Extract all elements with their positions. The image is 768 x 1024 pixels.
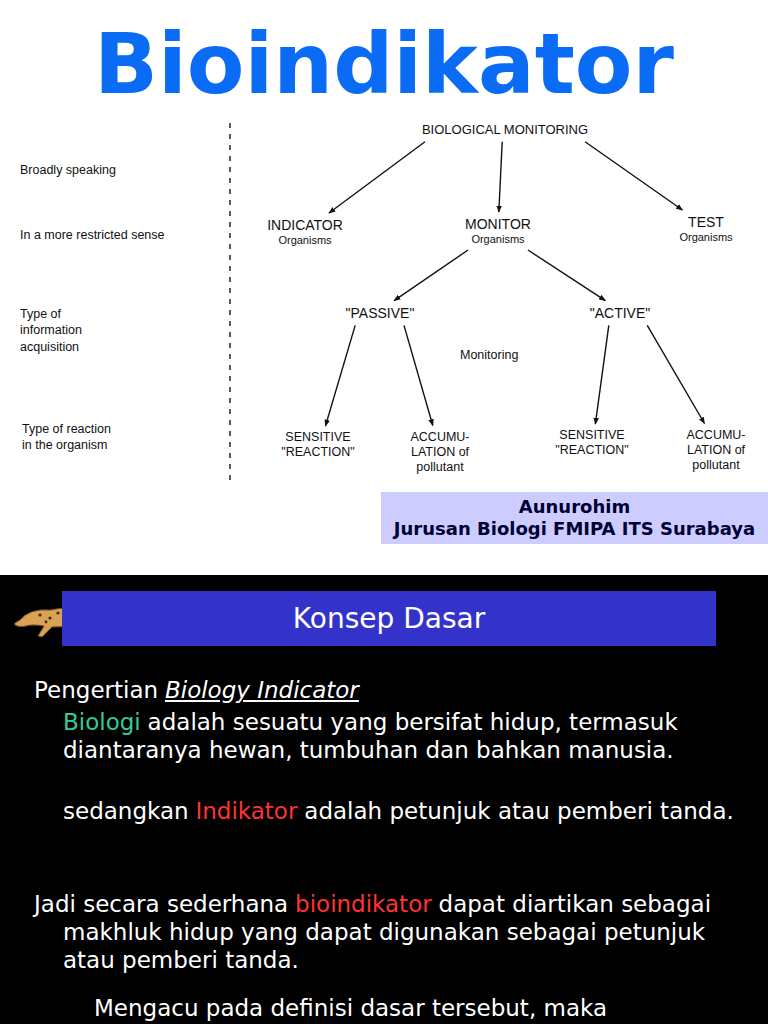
text-paragraph: Mengacu pada definisi dasar tersebut, ma…	[94, 994, 754, 1022]
body-text: adalah sesuatu yang bersifat hidup, term…	[63, 709, 678, 763]
node-subtext: Jurusan Biologi FMIPA ITS Surabaya	[391, 518, 758, 540]
arrow-connector	[528, 250, 605, 301]
category-node: TESTOrganisms	[676, 213, 735, 245]
section-band: Konsep Dasar	[62, 591, 716, 646]
arrow-connector	[325, 325, 355, 426]
body-text: Jadi secara sederhana	[34, 891, 288, 917]
black-panel	[0, 575, 768, 1024]
arrow-connector	[585, 142, 682, 210]
node-heading: MONITOR	[465, 216, 531, 233]
node-subtext: Organisms	[267, 234, 343, 247]
node-heading: Aunurohim	[391, 496, 758, 518]
reaction-node: ACCUMU- LATION of pollutant	[674, 427, 758, 474]
author-box: AunurohimJurusan Biologi FMIPA ITS Surab…	[381, 492, 768, 544]
row-label: In a more restricted sense	[20, 227, 220, 243]
row-label: Broadly speaking	[20, 162, 220, 178]
node-subtext: Organisms	[465, 233, 531, 246]
arrow-connector	[329, 142, 425, 213]
node-heading: "ACTIVE"	[590, 305, 651, 322]
divider-line	[229, 123, 231, 480]
highlight-term: bioindikator	[295, 891, 432, 917]
node-heading: ACCUMU- LATION of pollutant	[401, 430, 479, 475]
body-text: Biology Indicator	[165, 677, 359, 703]
row-label: Type of reaction in the organism	[22, 421, 117, 454]
arrow-connector	[647, 325, 704, 423]
node-heading: BIOLOGICAL MONITORING	[422, 122, 588, 138]
root-node: BIOLOGICAL MONITORING	[419, 121, 591, 139]
node-heading: INDICATOR	[267, 217, 343, 234]
node-heading: SENSITIVE "REACTION"	[276, 430, 360, 460]
node-heading: TEST	[679, 214, 732, 231]
reaction-node: ACCUMU- LATION of pollutant	[398, 429, 482, 476]
body-text: sedangkan	[63, 798, 189, 824]
body-text: adalah petunjuk atau pemberi tanda.	[304, 798, 734, 824]
mode-label: Monitoring	[460, 347, 550, 363]
row-label: Type of information acquisition	[20, 306, 115, 355]
text-paragraph: Biologiadalah sesuatu yang bersifat hidu…	[63, 708, 753, 764]
node-heading: "PASSIVE"	[346, 305, 415, 322]
highlight-term: Indikator	[195, 798, 297, 824]
category-node: MONITOROrganisms	[462, 215, 534, 247]
text-paragraph: Jadi secara sederhanabioindikatordapat d…	[34, 890, 753, 974]
text-paragraph: sedangkanIndikator adalah petunjuk atau p…	[63, 797, 753, 825]
arrow-connector	[595, 325, 608, 424]
reaction-node: SENSITIVE "REACTION"	[273, 429, 363, 461]
arrow-connector	[499, 142, 502, 212]
white-panel	[0, 0, 768, 575]
node-heading: Konsep Dasar	[70, 602, 708, 636]
highlight-term: Biologi	[63, 709, 141, 735]
page-title: Bioindikator	[0, 22, 768, 106]
arrow-connector	[394, 250, 468, 301]
node-heading: SENSITIVE "REACTION"	[550, 428, 634, 458]
arrow-connector	[404, 325, 433, 425]
node-heading: ACCUMU- LATION of pollutant	[677, 428, 755, 473]
node-subtext: Organisms	[679, 231, 732, 244]
mode-node: "PASSIVE"	[343, 304, 418, 323]
mode-node: "ACTIVE"	[587, 304, 654, 323]
reaction-node: SENSITIVE "REACTION"	[547, 427, 637, 459]
category-node: INDICATOROrganisms	[264, 216, 346, 248]
body-text: Pengertian	[34, 677, 158, 703]
body-text: Mengacu pada definisi dasar tersebut, ma…	[94, 995, 607, 1021]
text-paragraph: Pengertian Biology Indicator	[34, 676, 734, 704]
